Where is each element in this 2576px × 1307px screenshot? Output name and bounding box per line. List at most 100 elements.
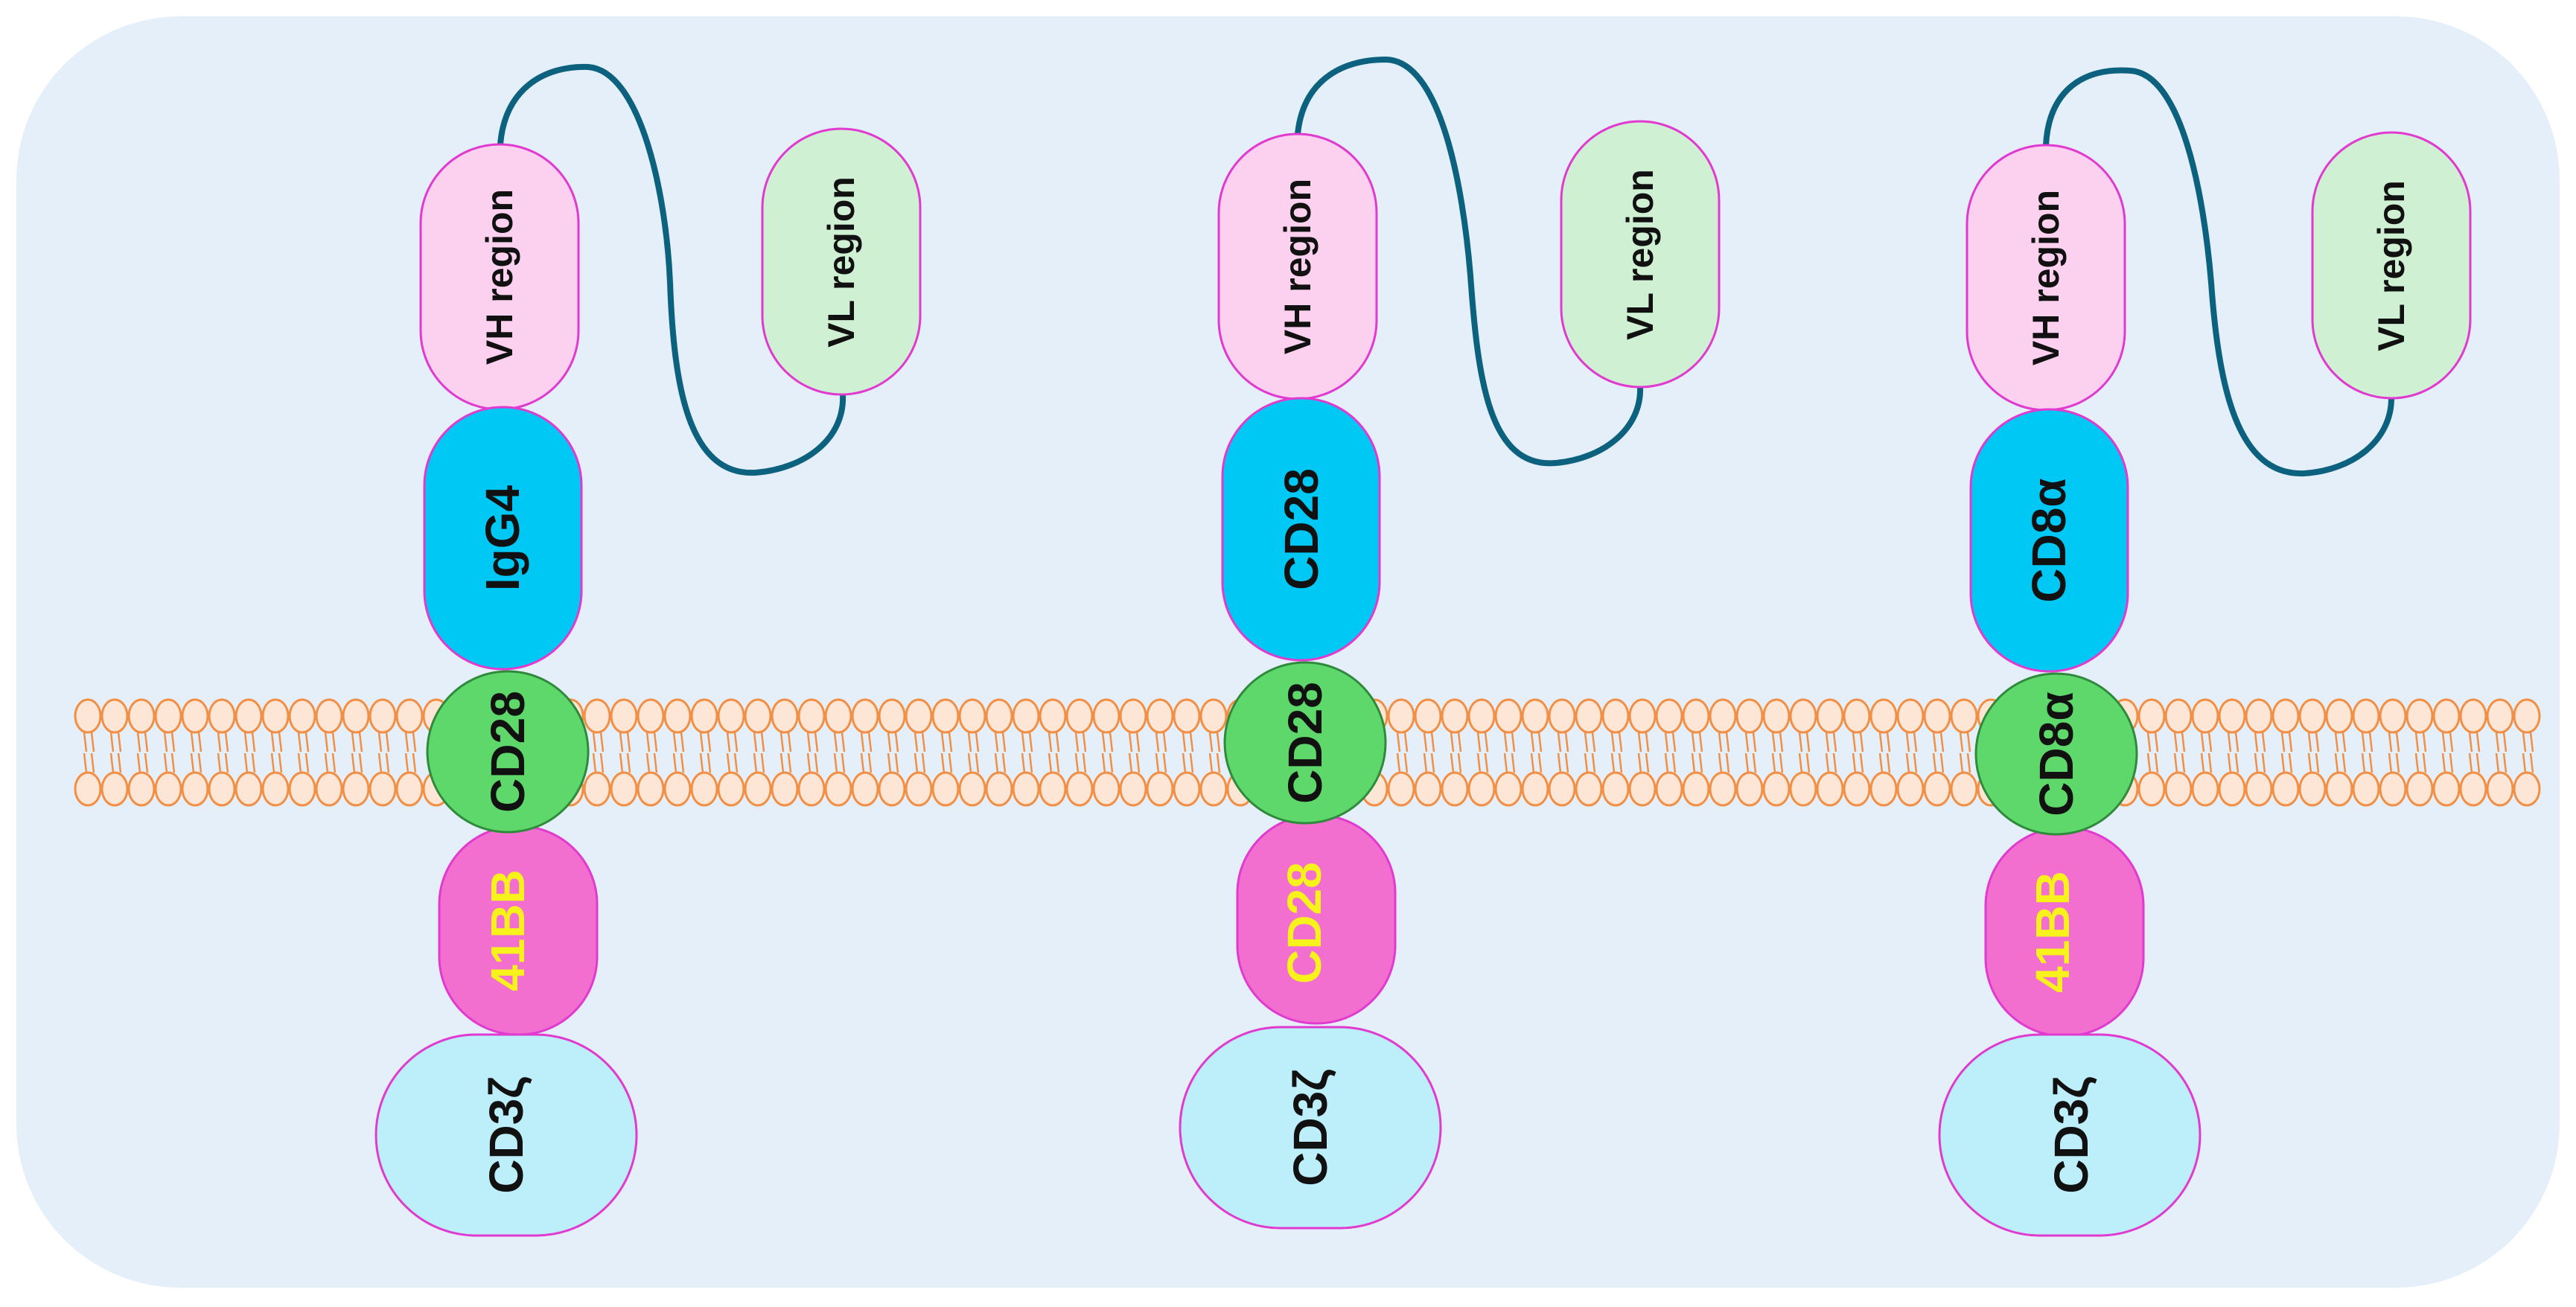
lipid-tail bbox=[860, 752, 865, 773]
lipid-tail bbox=[2422, 732, 2427, 752]
lipid-tail bbox=[1128, 752, 1133, 773]
lipid-tail bbox=[860, 732, 865, 752]
lipid-head bbox=[2218, 698, 2246, 734]
lipid-tail bbox=[619, 752, 624, 773]
lipid-head bbox=[1709, 771, 1737, 807]
lipid-tail bbox=[1825, 732, 1830, 752]
lipid-tail bbox=[1752, 732, 1757, 752]
lipid-tail bbox=[197, 752, 203, 773]
lipid-tail bbox=[1584, 732, 1589, 752]
lipid-tail bbox=[2395, 732, 2400, 752]
lipid-head bbox=[744, 771, 772, 807]
lipid-tail bbox=[2522, 732, 2527, 752]
lipid-tail bbox=[324, 732, 329, 752]
lipid-tail bbox=[967, 752, 972, 773]
lipid-tail bbox=[787, 752, 792, 773]
lipid-tail bbox=[645, 752, 651, 773]
lipid-tail bbox=[921, 732, 926, 752]
lipid-head bbox=[2298, 771, 2327, 807]
lipid-head bbox=[1923, 771, 1951, 807]
lipid-tail bbox=[83, 752, 88, 773]
lipid-head bbox=[2218, 771, 2246, 807]
lipid-tail bbox=[1001, 752, 1007, 773]
lipid-tail bbox=[270, 752, 275, 773]
lipid-tail bbox=[1610, 732, 1616, 752]
lipid-tail bbox=[1805, 752, 1811, 773]
lipid-tail bbox=[385, 732, 390, 752]
lipid-tail bbox=[2261, 732, 2266, 752]
lipid-tail bbox=[2529, 752, 2534, 773]
lipid-tail bbox=[1718, 732, 1723, 752]
lipid-tail bbox=[940, 732, 946, 752]
lipid-head bbox=[154, 698, 182, 734]
lipid-head bbox=[1923, 698, 1951, 734]
lipid-head bbox=[2352, 698, 2380, 734]
lipid-head bbox=[1012, 771, 1040, 807]
lipid-head bbox=[2271, 698, 2300, 734]
lipid-head bbox=[2137, 771, 2166, 807]
lipid-tail bbox=[653, 732, 658, 752]
lipid-tail bbox=[1450, 752, 1455, 773]
lipid-tail bbox=[163, 752, 168, 773]
lipid-tail bbox=[1082, 752, 1087, 773]
lipid-tail bbox=[1557, 732, 1562, 752]
lipid-head bbox=[1494, 698, 1523, 734]
lipid-tail bbox=[1028, 732, 1033, 752]
lipid-tail bbox=[887, 752, 892, 773]
lipid-head bbox=[1173, 771, 1201, 807]
lipid-head bbox=[1039, 698, 1067, 734]
lipid-head bbox=[717, 771, 745, 807]
lipid-tail bbox=[1832, 732, 1837, 752]
lipid-tail bbox=[1779, 752, 1784, 773]
lipid-tail bbox=[887, 732, 892, 752]
lipid-head bbox=[1173, 698, 1201, 734]
lipid-head bbox=[1575, 771, 1603, 807]
lipid-head bbox=[2459, 698, 2487, 734]
lipid-tail bbox=[305, 752, 310, 773]
lipid-head bbox=[1950, 771, 1978, 807]
lipid-tail bbox=[645, 732, 651, 752]
lipid-head bbox=[1199, 698, 1228, 734]
lipid-tail bbox=[1216, 752, 1221, 773]
lipid-tail bbox=[404, 752, 409, 773]
lipid-tail bbox=[2422, 752, 2427, 773]
lipid-tail bbox=[1503, 752, 1508, 773]
lipid-tail bbox=[1698, 732, 1703, 752]
lipid-tail bbox=[1798, 732, 1803, 752]
lipid-head bbox=[1789, 771, 1817, 807]
lipid-tail bbox=[914, 732, 919, 752]
lipid-tail bbox=[170, 732, 176, 752]
lipid-tail bbox=[377, 732, 383, 752]
lipid-head bbox=[637, 771, 665, 807]
lipid-head bbox=[1896, 698, 1925, 734]
lipid-head bbox=[2406, 771, 2434, 807]
lipid-tail bbox=[1055, 732, 1060, 752]
lipid-tail bbox=[2234, 732, 2239, 752]
lipid-tail bbox=[841, 732, 846, 752]
lipid-head bbox=[985, 698, 1013, 734]
lipid-tail bbox=[1021, 752, 1026, 773]
lipid-tail bbox=[2173, 752, 2178, 773]
lipid-tail bbox=[1718, 752, 1723, 773]
lipid-tail bbox=[1691, 752, 1696, 773]
lipid-head bbox=[1146, 771, 1174, 807]
lipid-head bbox=[1065, 698, 1094, 734]
lipid-tail bbox=[894, 752, 899, 773]
lipid-head bbox=[663, 698, 692, 734]
cd3z-label-3: CD3ζ bbox=[2044, 1076, 2098, 1194]
lipid-tail bbox=[1932, 752, 1937, 773]
lipid-tail bbox=[726, 752, 731, 773]
lipid-tail bbox=[2200, 732, 2205, 752]
lipid-tail bbox=[278, 732, 283, 752]
lipid-head bbox=[1628, 771, 1657, 807]
lipid-head bbox=[2486, 698, 2514, 734]
lipid-tail bbox=[1511, 732, 1516, 752]
lipid-tail bbox=[1744, 752, 1750, 773]
lipid-tail bbox=[1832, 752, 1837, 773]
lipid-tail bbox=[1109, 752, 1114, 773]
lipid-head bbox=[663, 771, 692, 807]
lipid-tail bbox=[2200, 752, 2205, 773]
lipid-tail bbox=[1725, 732, 1730, 752]
lipid-tail bbox=[760, 752, 765, 773]
lipid-head bbox=[2325, 698, 2353, 734]
